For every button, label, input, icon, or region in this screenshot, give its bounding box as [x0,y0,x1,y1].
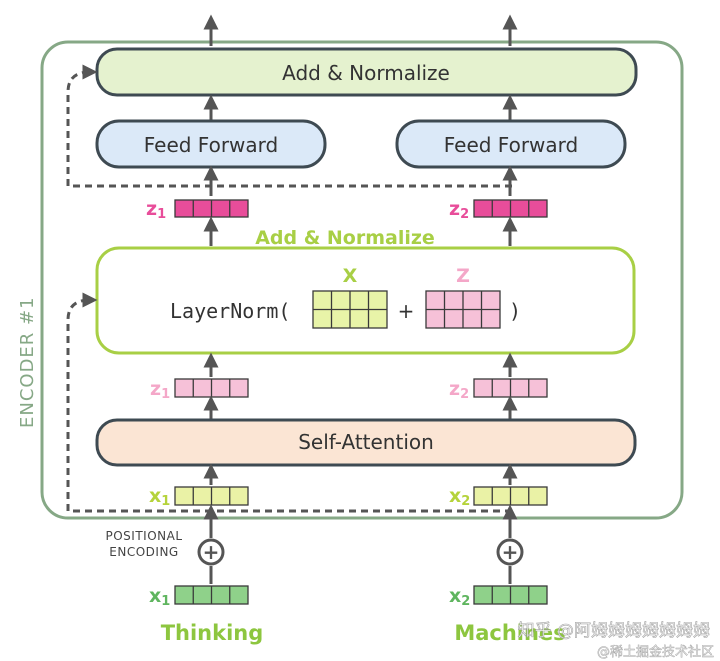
matrix-z [425,290,501,329]
x2-input-label: x2 [449,485,470,509]
layernorm-close: ) [509,299,521,323]
watermark-line2: @稀土掘金技术社区 [597,644,714,660]
layernorm-plus: + [398,299,415,323]
x1-input-label: x1 [149,485,170,509]
self-attention-label: Self-Attention [298,430,434,454]
z1-output-vector [174,199,249,218]
watermark-line1: 知乎 @阿姆姆姆姆姆姆姆 [518,621,710,641]
z2-output-vector [473,199,548,218]
z1-input-vector [174,378,249,398]
top-add-normalize-label: Add & Normalize [282,61,450,85]
x2-input-vector [473,486,548,506]
word-machines: Machines [454,621,565,645]
z2-input-label: z2 [449,378,469,402]
z1-input-label: z1 [150,378,170,402]
x1-embedding-vector [174,585,249,605]
positional-encoding-line1: POSITIONAL [105,529,182,543]
pos-enc-plus-left: + [203,540,220,564]
x1-input-vector [174,486,249,506]
encoder-frame [40,40,684,520]
layernorm-text: LayerNorm( [170,299,290,323]
matrix-x [312,290,388,329]
z2-input-vector [473,378,548,398]
self-attention-box [95,418,637,467]
mid-add-normalize-label: Add & Normalize [255,227,435,249]
word-thinking: Thinking [161,621,264,645]
matrix-z-label: Z [456,265,470,287]
feed-forward-left-label: Feed Forward [144,133,279,157]
pos-enc-plus-right-circle [496,538,524,566]
pos-enc-plus-left-circle [197,538,225,566]
x2-embedding-label: x2 [449,585,470,609]
z1-output-label: z1 [146,198,166,222]
z2-output-label: z2 [449,198,469,222]
top-residual-connection [66,64,512,188]
x2-embedding-vector [473,585,548,605]
pos-enc-plus-right: + [502,540,519,564]
positional-encoding-line2: ENCODING [109,545,178,559]
bottom-residual-connection [66,292,512,513]
feed-forward-right-label: Feed Forward [444,133,579,157]
encoder-label: ENCODER #1 [17,296,38,428]
matrix-x-label: X [343,265,358,287]
x1-embedding-label: x1 [149,585,170,609]
